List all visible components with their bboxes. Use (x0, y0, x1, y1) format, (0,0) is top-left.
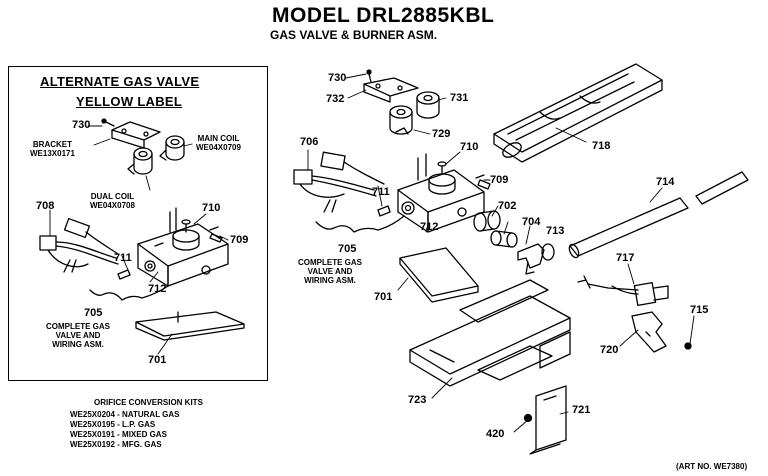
orifice-kit-item: WE25X0204 - NATURAL GAS (70, 410, 180, 419)
part-number: 710 (202, 202, 221, 214)
alt-harness-drawing (39, 217, 119, 273)
mount-bracket-701-drawing (399, 247, 479, 303)
part-number: 706 (300, 136, 319, 148)
part-number: 705 (84, 307, 103, 319)
orifice-kit-item: WE25X0192 - MFG. GAS (70, 440, 162, 449)
part-number: 704 (522, 216, 541, 228)
alternate-gas-valve-box (8, 66, 268, 381)
main-coil-label-line1: MAIN COIL (197, 134, 240, 143)
part-number: 711 (372, 186, 390, 198)
part-number: 712 (420, 221, 439, 233)
part-number: 721 (572, 404, 591, 416)
part-number: 420 (486, 428, 505, 440)
part-number: 702 (498, 200, 517, 212)
part-number: 729 (432, 128, 451, 140)
alt-main-coil-drawing (159, 135, 185, 161)
part-number: 714 (656, 176, 675, 188)
fitting-709-drawing (477, 179, 491, 190)
part-number: 708 (36, 200, 55, 212)
heat-shield-723-drawing (409, 279, 571, 387)
alt-complete-label: COMPLETE GAS VALVE AND WIRING ASM. (46, 322, 110, 349)
fitting-711-drawing (377, 205, 391, 217)
elbow-713-drawing (517, 243, 555, 275)
part-number: 712 (148, 283, 167, 295)
main-complete-line1: COMPLETE GAS (298, 258, 363, 267)
orifice-kit-item: WE25X0191 - MIXED GAS (70, 430, 167, 439)
main-complete-line2: VALVE AND (307, 267, 353, 276)
screw-420-drawing (523, 413, 533, 423)
main-complete-label: COMPLETE GAS VALVE AND WIRING ASM. (298, 258, 362, 285)
coil-731-drawing (416, 91, 440, 119)
alternate-title: ALTERNATE GAS VALVE (40, 74, 200, 89)
main-coil-label-line2: WE04X0709 (196, 143, 241, 152)
orifice-704-drawing (490, 230, 518, 248)
harness-706-drawing (293, 151, 385, 213)
part-number: 715 (690, 304, 709, 316)
alt-mount-bracket-drawing (135, 311, 245, 341)
nut-702-drawing (473, 210, 501, 232)
alt-valve-body-drawing (137, 207, 229, 287)
screw-715-drawing (684, 342, 692, 350)
alt-orifice-parts-drawing (117, 233, 223, 280)
bracket-label-line1: BRACKET (32, 140, 73, 149)
part-number: 709 (490, 174, 509, 186)
dual-coil-label-line2: WE04X0708 (90, 201, 135, 210)
part-number: 701 (374, 291, 393, 303)
part-number: 730 (72, 119, 91, 131)
alt-complete-line3: WIRING ASM. (52, 340, 104, 349)
dual-coil-label-line1: DUAL COIL (90, 192, 135, 201)
alt-dual-coil-drawing (127, 147, 153, 175)
part-number: 732 (326, 93, 345, 105)
alt-complete-line1: COMPLETE GAS (46, 322, 111, 331)
bracket-label-line2: WE13X0171 (30, 149, 75, 158)
part-number: 713 (546, 225, 565, 237)
part-number: 730 (328, 72, 347, 84)
art-number: (ART NO. WE7380) (676, 462, 748, 471)
main-complete-line3: WIRING ASM. (304, 276, 356, 285)
part-number: 723 (408, 394, 427, 406)
part-number: 720 (600, 344, 619, 356)
part-number: 701 (148, 354, 167, 366)
model-title: MODEL DRL2885KBL (272, 4, 495, 27)
alt-705-brace (89, 285, 169, 301)
igniter-717-drawing (577, 275, 669, 307)
burner-718-drawing (493, 63, 663, 163)
main-705-brace (315, 215, 405, 233)
part-number: 718 (592, 140, 611, 152)
part-number: 717 (616, 252, 635, 264)
leader-lines (49, 73, 695, 433)
orifice-kits-heading: ORIFICE CONVERSION KITS (94, 398, 203, 407)
assembly-subtitle: GAS VALVE & BURNER ASM. (270, 28, 438, 42)
bracket-720-drawing (631, 311, 667, 353)
bracket-label: BRACKET WE13X0171 (30, 140, 75, 158)
tube-714-drawing (568, 171, 749, 259)
alternate-subtitle: YELLOW LABEL (76, 94, 183, 109)
part-number: 711 (114, 252, 132, 264)
orifice-kit-item: WE25X0195 - L.P. GAS (70, 420, 156, 429)
bracket-732-drawing (363, 69, 419, 103)
part-number: 709 (230, 234, 249, 246)
part-number: 705 (338, 243, 357, 255)
coil-729-drawing (389, 105, 413, 135)
dual-coil-label: DUAL COIL WE04X0708 (90, 192, 135, 210)
part-number: 710 (460, 141, 479, 153)
main-coil-label: MAIN COIL WE04X0709 (196, 134, 241, 152)
alt-complete-line2: VALVE AND (55, 331, 101, 340)
alt-bracket-drawing (101, 118, 161, 149)
part-number: 731 (450, 92, 469, 104)
bracket-721-drawing (529, 385, 567, 455)
valve-body-drawing (397, 153, 485, 233)
